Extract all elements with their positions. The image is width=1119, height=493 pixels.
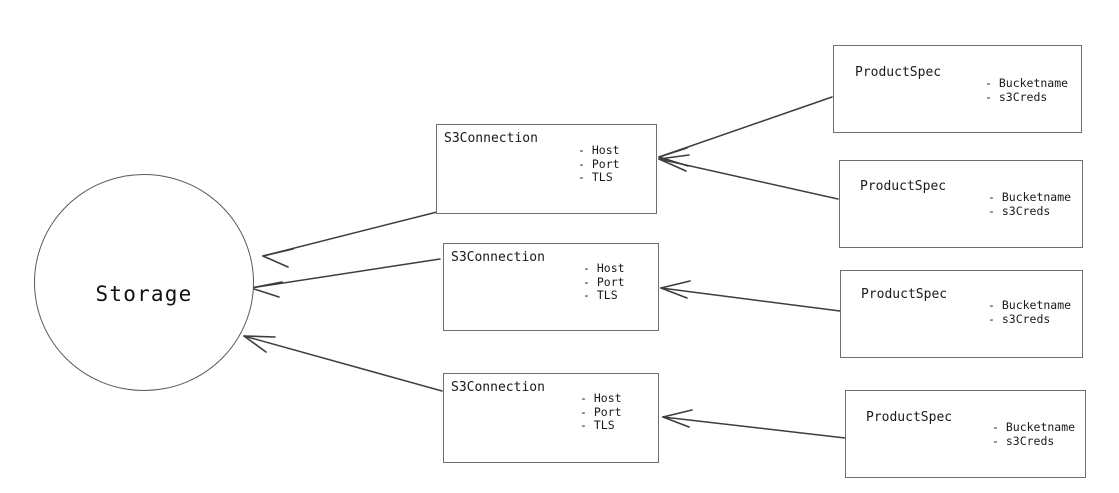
s3connection-3-attrs: - Host - Port - TLS — [580, 391, 622, 433]
edge-spec3-to-connection2 — [660, 280, 841, 312]
s3connection-1-attr-port: - Port — [578, 156, 620, 171]
productspec-4-title: ProductSpec — [866, 410, 953, 425]
s3connection-3-attr-tls: - TLS — [580, 418, 615, 432]
storage-circle[interactable] — [34, 174, 254, 391]
productspec-3-attrs: - Bucketname - s3Creds — [988, 298, 1072, 326]
s3connection-2-attr-host: - Host — [583, 261, 625, 275]
s3connection-1-attr-tls: - TLS — [578, 170, 613, 184]
s3connection-3-attr-port: - Port — [580, 404, 622, 419]
s3connection-box-1[interactable] — [436, 124, 657, 214]
s3connection-3-title: S3Connection — [451, 380, 545, 395]
storage-label: Storage — [95, 282, 193, 306]
edge-connection1-to-storage — [262, 211, 438, 268]
productspec-3-attr-bucketname: - Bucketname — [988, 298, 1072, 312]
s3connection-2-attr-tls: - TLS — [583, 288, 618, 302]
productspec-box-4[interactable] — [845, 390, 1086, 478]
edge-spec1-to-connection1 — [658, 96, 833, 167]
s3connection-3-attr-host: - Host — [580, 391, 622, 405]
s3connection-1-title: S3Connection — [444, 131, 538, 146]
productspec-1-title: ProductSpec — [855, 65, 942, 80]
productspec-1-attrs: - Bucketname - s3Creds — [985, 76, 1069, 104]
s3connection-2-title: S3Connection — [451, 250, 545, 265]
productspec-box-2[interactable] — [839, 160, 1083, 248]
productspec-2-attr-bucketname: - Bucketname — [988, 190, 1072, 204]
productspec-box-3[interactable] — [840, 270, 1083, 358]
edge-spec4-to-connection3 — [662, 409, 846, 439]
productspec-2-attr-s3creds: - s3Creds — [988, 203, 1051, 218]
s3connection-1-attrs: - Host - Port - TLS — [578, 143, 620, 185]
s3connection-2-attr-port: - Port — [583, 274, 625, 289]
productspec-3-title: ProductSpec — [861, 287, 948, 302]
s3connection-1-attr-host: - Host — [578, 143, 620, 157]
productspec-box-1[interactable] — [833, 45, 1082, 133]
productspec-4-attr-bucketname: - Bucketname — [992, 420, 1076, 434]
edge-connection2-to-storage — [250, 258, 441, 298]
s3connection-box-3[interactable] — [443, 373, 659, 463]
productspec-2-title: ProductSpec — [860, 179, 947, 194]
edge-spec2-to-connection1 — [658, 154, 839, 200]
productspec-4-attrs: - Bucketname - s3Creds — [992, 420, 1076, 448]
productspec-1-attr-s3creds: - s3Creds — [985, 89, 1048, 104]
s3connection-box-2[interactable] — [443, 243, 659, 331]
edge-connection3-to-storage — [243, 335, 443, 392]
productspec-2-attrs: - Bucketname - s3Creds — [988, 190, 1072, 218]
productspec-1-attr-bucketname: - Bucketname — [985, 76, 1069, 90]
s3connection-2-attrs: - Host - Port - TLS — [583, 261, 625, 303]
productspec-4-attr-s3creds: - s3Creds — [992, 433, 1055, 448]
productspec-3-attr-s3creds: - s3Creds — [988, 311, 1051, 326]
